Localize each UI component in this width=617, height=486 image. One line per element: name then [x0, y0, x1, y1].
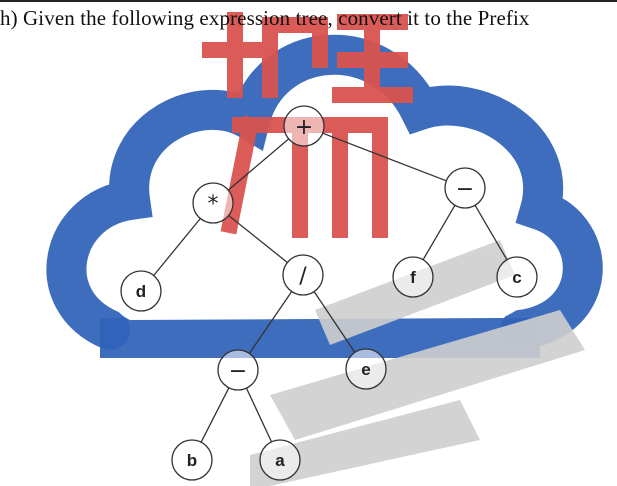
edge-divide-minus-left — [248, 291, 293, 354]
edge-minus-right-f — [422, 204, 456, 261]
top-rule — [0, 0, 617, 2]
node-circle — [345, 348, 387, 390]
node-circle — [282, 254, 324, 296]
node-divide: / — [282, 254, 324, 296]
node-label: − — [229, 359, 247, 384]
node-minus-left: − — [217, 349, 259, 391]
edge-times-d — [153, 218, 201, 276]
node-minus-right: − — [444, 167, 486, 209]
node-circle — [192, 182, 234, 224]
node-circle — [171, 439, 213, 481]
node-circle — [444, 167, 486, 209]
node-circle — [392, 256, 434, 298]
node-label: / — [299, 264, 307, 289]
node-f: f — [392, 256, 434, 298]
node-label: a — [275, 451, 285, 470]
node-circle — [283, 105, 325, 147]
node-label: e — [361, 360, 370, 379]
node-circle — [217, 349, 259, 391]
edge-minus-left-b — [200, 387, 230, 443]
node-circle — [120, 270, 162, 312]
node-label: f — [410, 268, 416, 287]
edge-divide-e — [313, 291, 356, 353]
node-label: * — [208, 192, 219, 217]
node-circle — [496, 256, 538, 298]
node-label: c — [512, 268, 521, 287]
edge-plus-minus-right — [322, 132, 447, 182]
node-label: − — [456, 177, 474, 202]
node-circle — [259, 439, 301, 481]
edge-times-divide — [228, 214, 288, 264]
question-text: h) Given the following expression tree, … — [0, 6, 530, 30]
node-times: * — [192, 182, 234, 224]
node-a: a — [259, 439, 301, 481]
edge-plus-times — [227, 138, 290, 191]
node-label: b — [187, 451, 197, 470]
node-b: b — [171, 439, 213, 481]
node-d: d — [120, 270, 162, 312]
node-c: c — [496, 256, 538, 298]
node-label: d — [136, 282, 146, 301]
node-e: e — [345, 348, 387, 390]
node-plus: + — [283, 105, 325, 147]
edge-minus-left-a — [245, 387, 273, 443]
edge-minus-right-c — [474, 204, 508, 261]
node-label: + — [295, 115, 313, 140]
